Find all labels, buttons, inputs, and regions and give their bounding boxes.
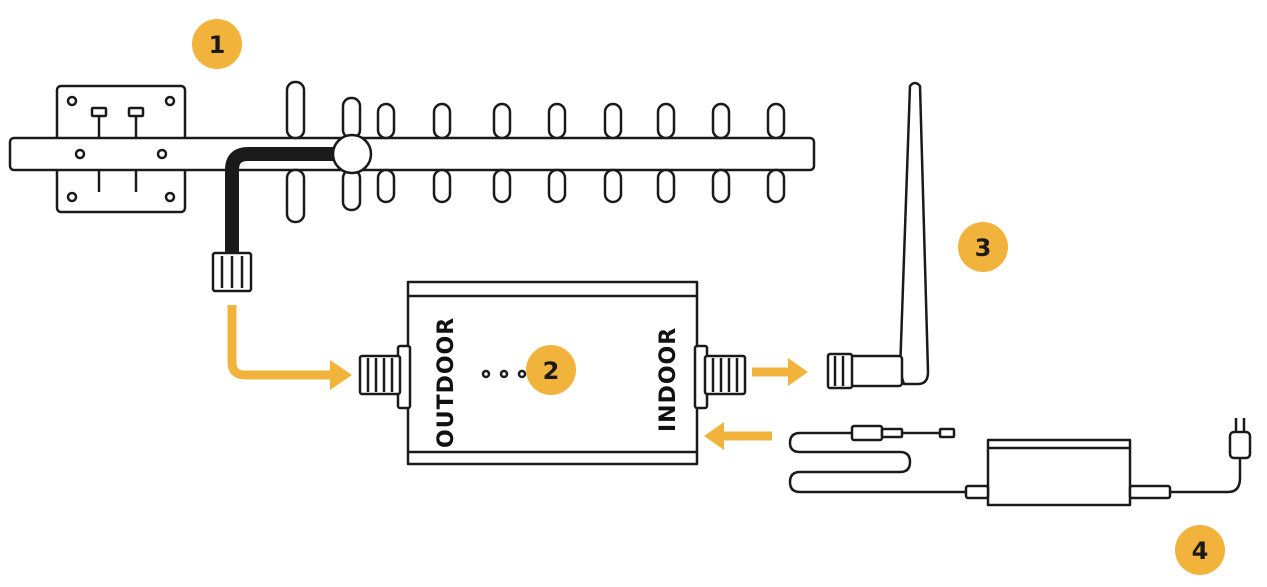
antenna-hub — [331, 133, 373, 175]
outdoor-label: OUTDOOR — [434, 317, 459, 448]
coax-cable — [225, 147, 345, 256]
whip-antenna-icon — [826, 81, 930, 390]
yagi-antenna-icon — [8, 80, 816, 293]
svg-text:3: 3 — [975, 234, 992, 262]
arrow-to-outdoor — [227, 305, 330, 380]
svg-text:4: 4 — [1192, 537, 1209, 565]
arrow-icon — [227, 305, 790, 441]
svg-text:1: 1 — [209, 31, 226, 59]
power-adapter-icon — [788, 418, 1252, 507]
antenna-boom — [8, 136, 816, 172]
power-cable-coil — [788, 431, 984, 494]
badge-4: 4 — [1175, 525, 1225, 575]
badge-2: 2 — [526, 345, 576, 395]
indoor-port — [703, 354, 747, 396]
outdoor-port — [358, 354, 402, 396]
badge-3: 3 — [958, 222, 1008, 272]
svg-text:2: 2 — [543, 357, 560, 385]
arrow-heads — [330, 358, 808, 450]
status-led — [499, 369, 509, 379]
status-led — [517, 369, 527, 379]
status-led — [481, 369, 491, 379]
badge-1: 1 — [192, 19, 242, 69]
indoor-label: INDOOR — [656, 327, 681, 432]
